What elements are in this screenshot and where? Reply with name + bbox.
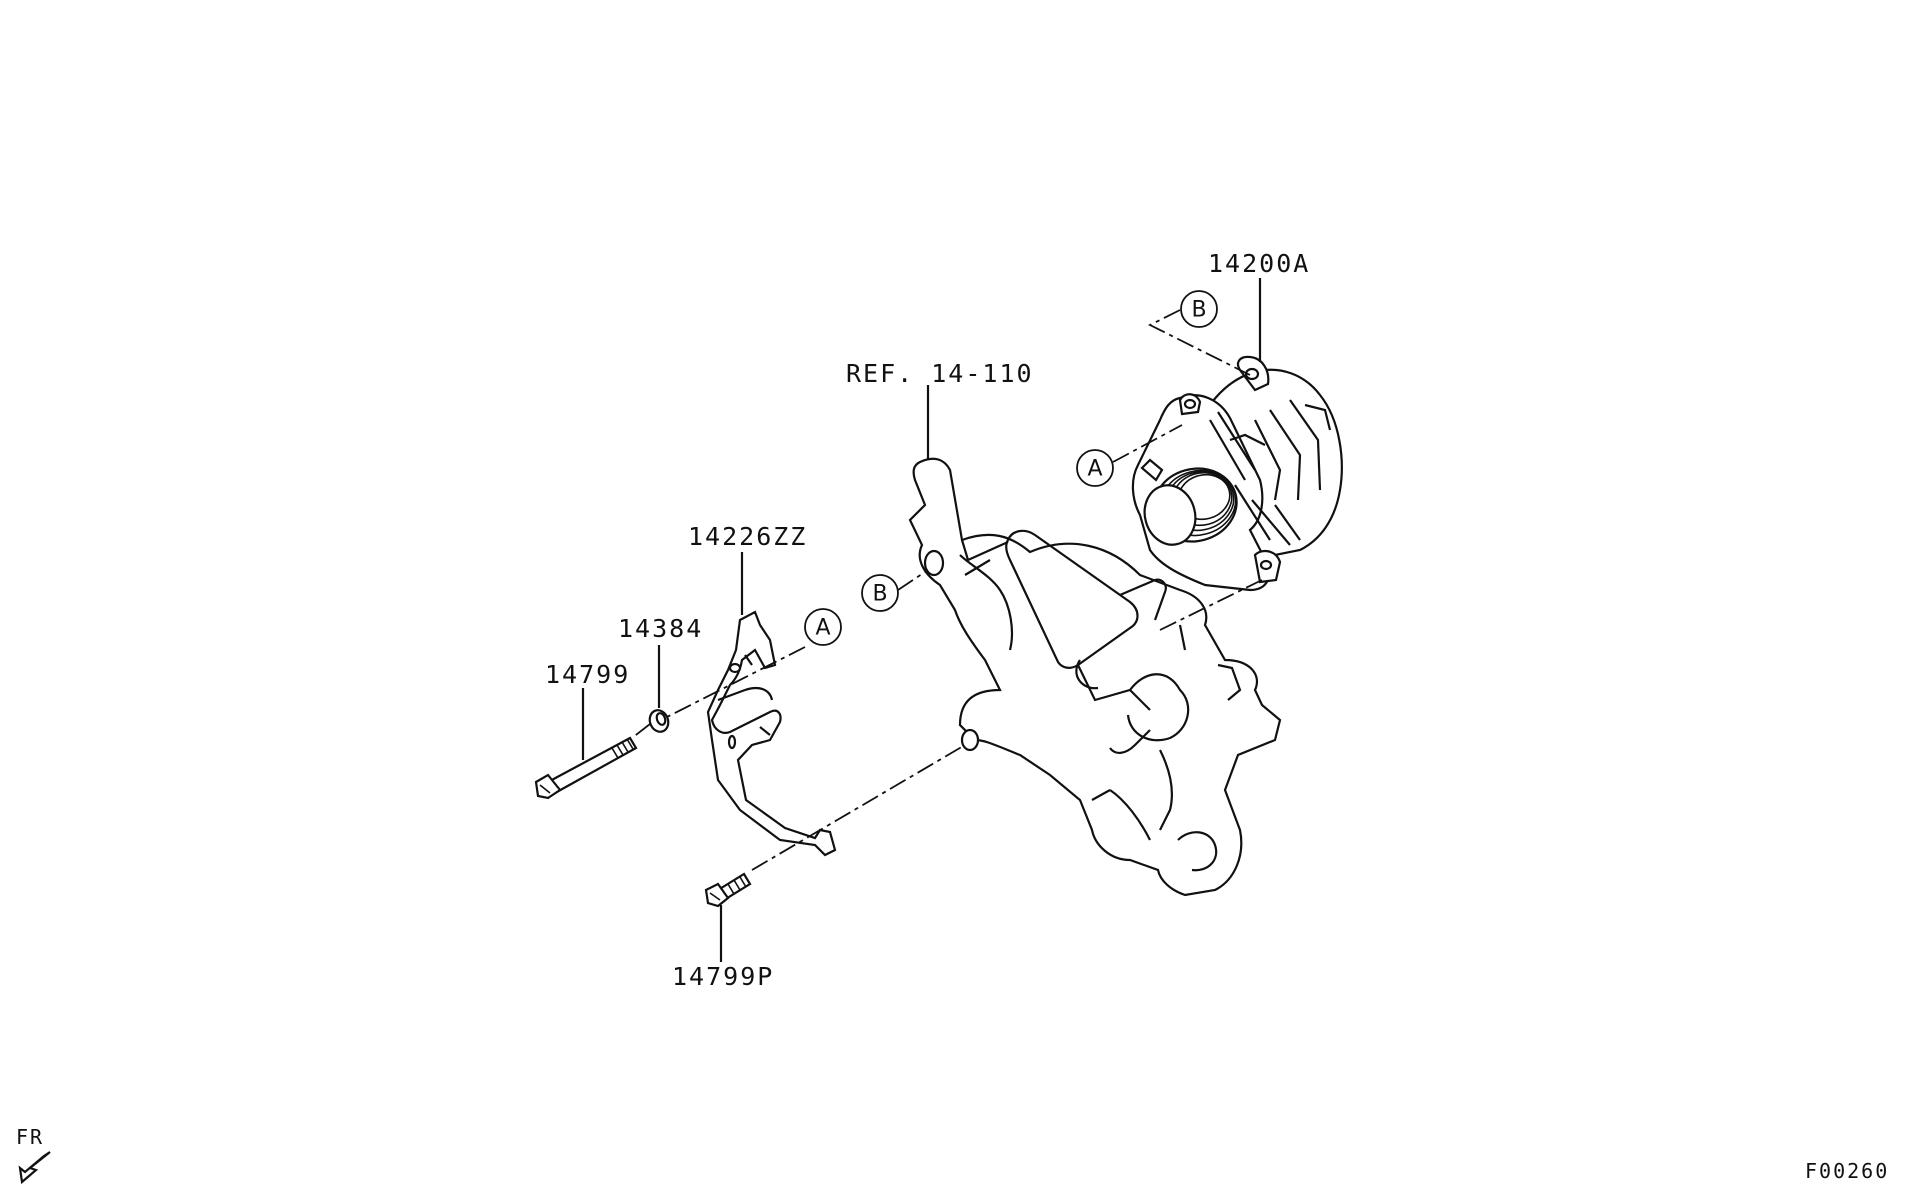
callout-a-left: A [804,608,842,646]
part-label-long-bolt: 14799 [545,660,630,689]
leader-lines [581,278,1263,962]
callout-b-mid-letter: B [872,582,887,607]
callout-b-top-letter: B [1191,298,1206,323]
short-bolt [704,872,752,908]
engine-mount-housing [908,457,1282,897]
callout-a-left-letter: A [815,616,830,641]
part-label-alternator: 14200A [1208,249,1310,278]
long-bolt [534,736,638,800]
washer [648,709,670,733]
front-direction-indicator: FR [16,1125,51,1185]
figure-code: F00260 [1805,1159,1889,1183]
part-label-reference: REF. 14-110 [846,359,1034,388]
part-label-short-bolt: 14799P [672,962,774,991]
fr-label: FR [16,1125,44,1149]
alternator [1131,355,1343,592]
callout-b-mid: B [861,574,899,612]
front-arrow-icon [18,1151,51,1185]
callout-a-right-letter: A [1087,457,1102,482]
part-label-washer: 14384 [618,614,703,643]
callout-b-top: B [1180,290,1218,328]
bracket [706,610,837,857]
callout-a-right: A [1076,449,1114,487]
alternator-pulley [1143,467,1238,546]
part-label-bracket: 14226ZZ [688,522,807,551]
